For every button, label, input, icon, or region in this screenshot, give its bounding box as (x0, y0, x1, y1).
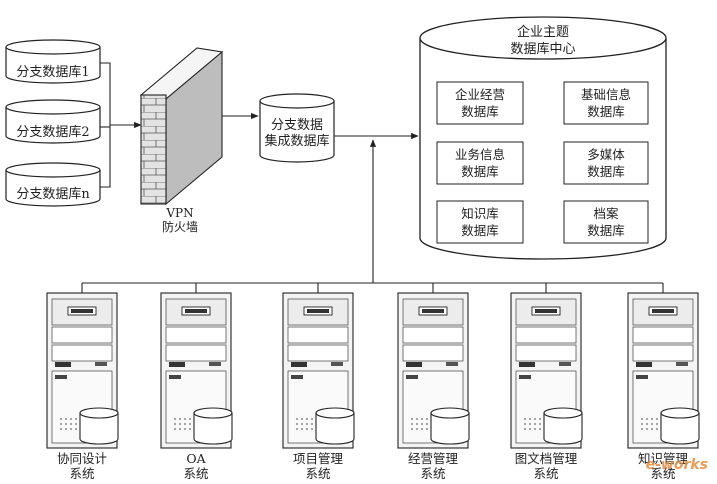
svg-text:数据库: 数据库 (587, 223, 625, 238)
system-6-label-1: 知识管理 (638, 451, 689, 466)
svg-text:数据库: 数据库 (587, 104, 625, 119)
branch-db-2-label: 分支数据库2 (16, 124, 89, 140)
branch-db-2: 分支数据库2 (5, 99, 101, 144)
system-2-label-2: 系统 (183, 466, 208, 481)
server-1-db-icon (79, 407, 119, 445)
svg-text:数据库: 数据库 (461, 164, 499, 179)
center-title-1: 企业主题 (517, 24, 569, 40)
system-6-label-2: 系统 (650, 466, 675, 481)
system-3-label-2: 系统 (305, 466, 330, 481)
server-4-db-icon (430, 407, 470, 445)
svg-text:企业经营: 企业经营 (455, 87, 505, 102)
system-5-label-2: 系统 (533, 466, 558, 481)
center-module-6: 档案 数据库 (563, 200, 649, 244)
system-4-label-1: 经营管理 (408, 451, 459, 466)
svg-text:知识库: 知识库 (461, 206, 499, 221)
watermark: e-works (646, 457, 708, 473)
svg-text:数据库: 数据库 (587, 164, 625, 179)
center-module-3: 业务信息 数据库 (436, 141, 524, 185)
branch-db-n-label: 分支数据库n (16, 186, 90, 202)
vpn-firewall: VPN 防火墙 (139, 47, 224, 234)
system-4-label-2: 系统 (420, 466, 445, 481)
branch-db-1: 分支数据库1 (5, 39, 101, 84)
svg-text:数据库: 数据库 (461, 223, 499, 238)
system-1-label-2: 系统 (69, 466, 94, 481)
system-5-label-1: 图文档管理 (515, 451, 578, 466)
integration-db-label-1: 分支数据 (271, 118, 323, 133)
svg-text:档案: 档案 (593, 206, 619, 221)
enterprise-data-center: 企业主题 数据库中心 企业经营 数据库 基础信息 数据库 业务信息 数据库 多媒… (419, 16, 667, 260)
system-1-label-1: 协同设计 (57, 451, 107, 466)
svg-text:数据库: 数据库 (461, 104, 499, 119)
system-bus (81, 139, 664, 293)
system-3-label-1: 项目管理 (293, 451, 344, 466)
svg-text:业务信息: 业务信息 (455, 147, 505, 162)
center-module-2: 基础信息 数据库 (563, 81, 649, 125)
branch-db-n: 分支数据库n (5, 162, 101, 207)
center-module-4: 多媒体 数据库 (563, 141, 649, 185)
center-module-5: 知识库 数据库 (436, 200, 524, 244)
center-module-1: 企业经营 数据库 (436, 81, 524, 125)
center-title-2: 数据库中心 (510, 41, 575, 57)
integration-db-label-2: 集成数据库 (264, 133, 329, 149)
server-6-db-icon (660, 407, 700, 445)
server-2-db-icon (193, 407, 233, 445)
system-2-label-1: OA (186, 451, 206, 466)
server-3-db-icon (315, 407, 355, 445)
integration-db: 分支数据 集成数据库 (259, 93, 335, 163)
branch-db-1-label: 分支数据库1 (16, 64, 89, 80)
svg-text:多媒体: 多媒体 (587, 147, 625, 162)
branch-connectors (100, 62, 142, 188)
svg-text:基础信息: 基础信息 (581, 87, 631, 102)
server-5-db-icon (543, 407, 583, 445)
firewall-label-1: VPN (165, 206, 193, 220)
firewall-label-2: 防火墙 (162, 219, 198, 234)
